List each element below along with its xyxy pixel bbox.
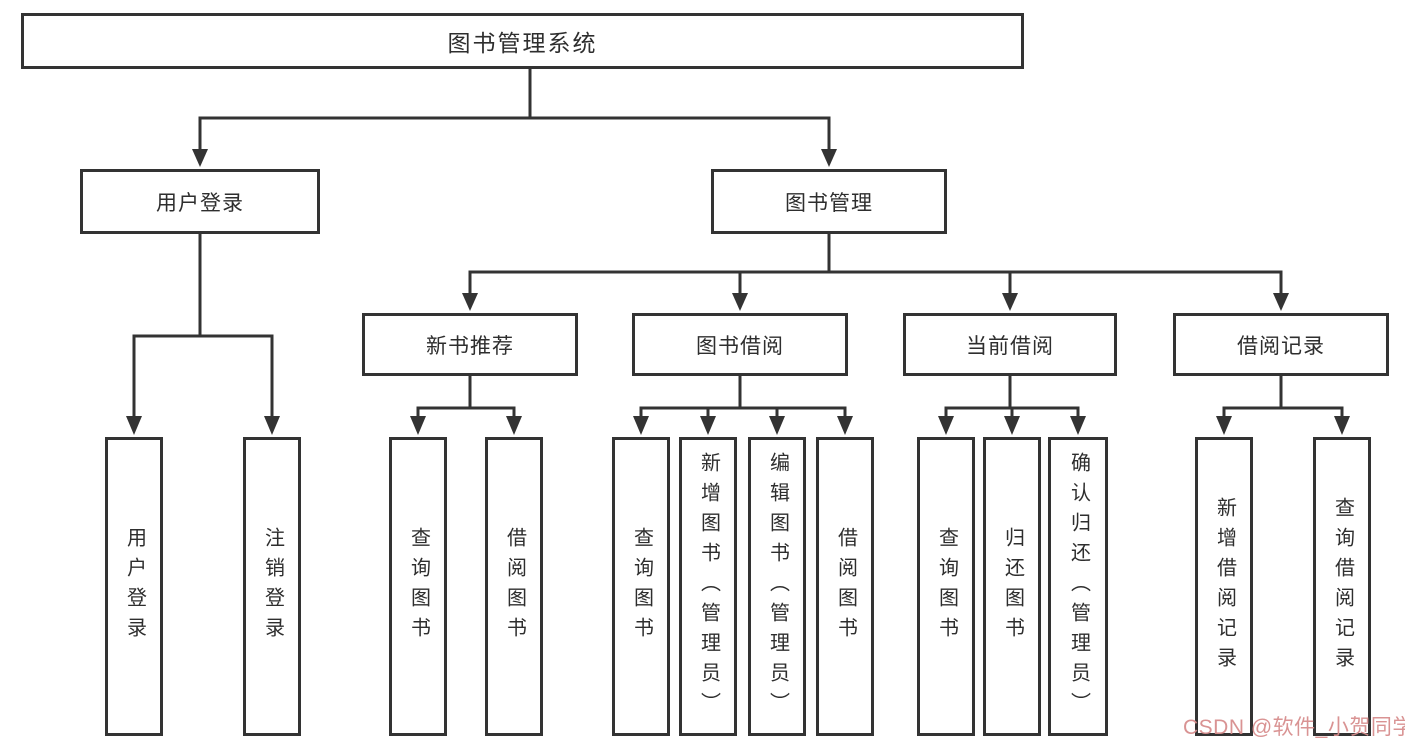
leaf-br-add-record-label: 新增借阅记录 (1213, 496, 1236, 677)
node-user-login-label: 用户登录 (156, 191, 244, 215)
node-user-login: 用户登录 (80, 169, 320, 234)
leaf-bb-borrow-books: 借阅图书 (816, 437, 874, 736)
node-current-borrowing-label: 当前借阅 (966, 334, 1054, 358)
node-root-label: 图书管理系统 (447, 30, 598, 56)
node-borrowing-records-label: 借阅记录 (1237, 334, 1325, 358)
node-current-borrowing: 当前借阅 (903, 313, 1117, 376)
leaf-logout-label: 注销登录 (261, 526, 284, 647)
node-book-borrowing-label: 图书借阅 (696, 334, 784, 358)
leaf-cb-confirm-return-label: 确认归还（管理员） (1067, 451, 1090, 722)
leaf-br-add-record: 新增借阅记录 (1195, 437, 1253, 736)
leaf-bb-add-books-label: 新增图书（管理员） (697, 451, 720, 722)
leaf-nb-borrow-books-label: 借阅图书 (503, 526, 526, 647)
node-borrowing-records: 借阅记录 (1173, 313, 1389, 376)
leaf-cb-return-books-label: 归还图书 (1001, 526, 1024, 647)
leaf-br-query-record: 查询借阅记录 (1313, 437, 1371, 736)
leaf-nb-query-books-label: 查询图书 (407, 526, 430, 647)
leaf-nb-borrow-books: 借阅图书 (485, 437, 543, 736)
leaf-cb-confirm-return: 确认归还（管理员） (1048, 437, 1108, 736)
leaf-br-query-record-label: 查询借阅记录 (1331, 496, 1354, 677)
leaf-user-login-label: 用户登录 (123, 526, 146, 647)
leaf-user-login: 用户登录 (105, 437, 163, 736)
leaf-bb-query-books: 查询图书 (612, 437, 670, 736)
leaf-bb-edit-books-label: 编辑图书（管理员） (766, 451, 789, 722)
watermark-text: CSDN @软件_小贺同学 (1183, 716, 1405, 739)
node-book-management-label: 图书管理 (785, 191, 873, 215)
node-root: 图书管理系统 (21, 13, 1024, 69)
node-book-management: 图书管理 (711, 169, 947, 234)
node-new-book-recommend-label: 新书推荐 (426, 334, 514, 358)
leaf-cb-return-books: 归还图书 (983, 437, 1041, 736)
leaf-bb-edit-books: 编辑图书（管理员） (748, 437, 806, 736)
leaf-cb-query-books: 查询图书 (917, 437, 975, 736)
leaf-nb-query-books: 查询图书 (389, 437, 447, 736)
leaf-bb-add-books: 新增图书（管理员） (679, 437, 737, 736)
leaf-bb-borrow-books-label: 借阅图书 (834, 526, 857, 647)
leaf-logout: 注销登录 (243, 437, 301, 736)
leaf-cb-query-books-label: 查询图书 (935, 526, 958, 647)
node-book-borrowing: 图书借阅 (632, 313, 848, 376)
node-new-book-recommend: 新书推荐 (362, 313, 578, 376)
leaf-bb-query-books-label: 查询图书 (630, 526, 653, 647)
